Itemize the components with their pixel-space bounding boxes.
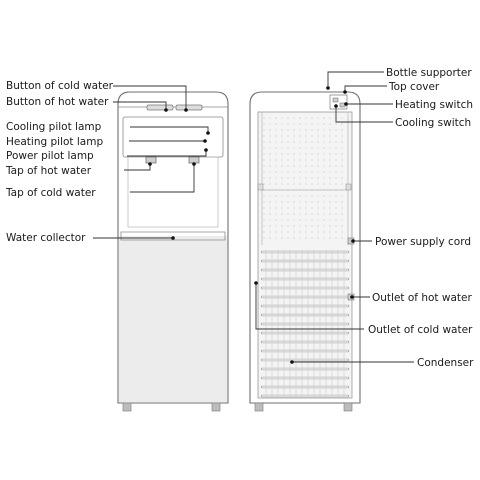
labels: Button of cold water Button of hot water… [5, 67, 474, 369]
back-foot-right [343, 402, 353, 412]
label-button-cold: Button of cold water [6, 80, 114, 92]
label-heating-switch: Heating switch [395, 99, 473, 111]
label-power-lamp: Power pilot lamp [6, 150, 94, 162]
label-cooling-lamp: Cooling pilot lamp [6, 121, 102, 133]
hot-water-button-shape[interactable] [146, 104, 174, 111]
label-tap-cold: Tap of cold water [5, 187, 96, 199]
label-power-cord: Power supply cord [375, 236, 471, 248]
back-mount-right [345, 183, 352, 191]
label-cooling-switch: Cooling switch [395, 117, 471, 129]
back-mount-left [257, 183, 264, 191]
hot-tap-shape[interactable] [145, 156, 157, 164]
water-collector-tray [120, 231, 226, 241]
leader-dots [148, 86, 355, 364]
leader-lines [93, 71, 414, 363]
label-outlet-cold: Outlet of cold water [368, 324, 473, 336]
heating-switch-shape[interactable] [332, 97, 339, 103]
cold-tap-shape[interactable] [188, 156, 200, 164]
condenser-coil [260, 250, 350, 398]
back-view [249, 91, 361, 412]
front-recess-inner [127, 156, 219, 228]
label-outlet-hot: Outlet of hot water [372, 292, 472, 304]
back-vent-pattern [263, 117, 343, 239]
label-top-cover: Top cover [388, 81, 440, 93]
front-view [117, 91, 229, 412]
back-foot-left [254, 402, 264, 412]
cold-water-button-shape[interactable] [175, 104, 203, 111]
front-foot-left [122, 402, 132, 412]
back-inner-frame [261, 112, 349, 245]
label-heating-lamp: Heating pilot lamp [6, 136, 103, 148]
label-button-hot: Button of hot water [6, 96, 109, 108]
label-water-collector: Water collector [6, 232, 86, 244]
label-bottle-supporter: Bottle supporter [386, 67, 472, 79]
front-foot-right [211, 402, 221, 412]
label-tap-hot: Tap of hot water [5, 165, 92, 177]
label-condenser: Condenser [417, 357, 474, 369]
front-lower-cabinet [119, 236, 227, 402]
